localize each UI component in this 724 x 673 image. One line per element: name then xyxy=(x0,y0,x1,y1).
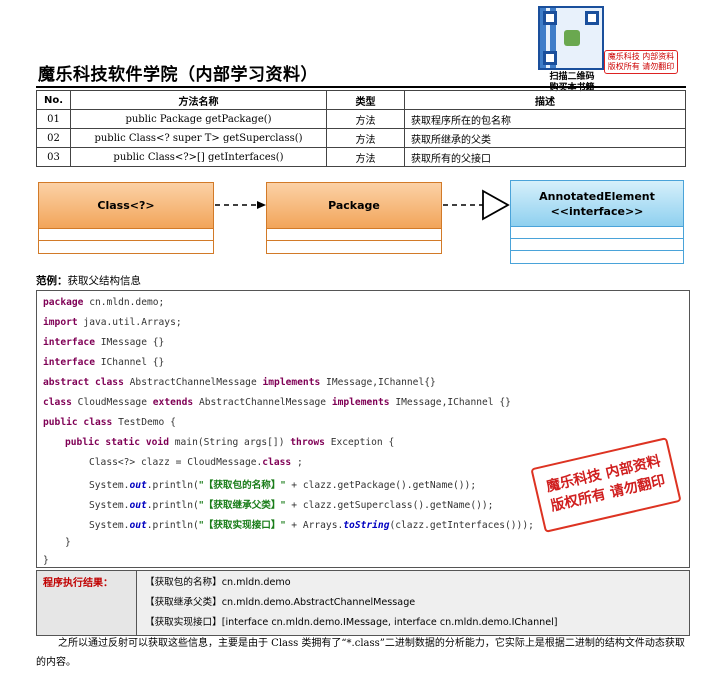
table-row: 01 public Package getPackage() 方法 获取程序所在… xyxy=(36,109,686,129)
code-line: System.out.println("【获取实现接口】" + Arrays.t… xyxy=(89,520,534,531)
uml-class-box: Class<?> xyxy=(38,182,214,254)
code-line: package cn.mldn.demo; xyxy=(43,297,165,308)
col-desc: 描述 xyxy=(404,90,686,110)
program-output-table: 程序执行结果： 【获取包的名称】cn.mldn.demo 【获取继承父类】cn.… xyxy=(36,570,690,636)
code-block[interactable]: package cn.mldn.demo; import java.util.A… xyxy=(36,290,690,568)
output-label: 程序执行结果： xyxy=(36,570,137,636)
col-name: 方法名称 xyxy=(70,90,327,110)
cart-icon xyxy=(564,30,580,46)
page-title: 魔乐科技软件学院（内部学习资料） xyxy=(38,65,318,85)
uml-package-box: Package xyxy=(266,182,442,254)
code-line: } xyxy=(43,555,49,566)
code-line: import java.util.Arrays; xyxy=(43,317,182,328)
col-no: No. xyxy=(36,90,71,110)
code-line: System.out.println("【获取继承父类】" + clazz.ge… xyxy=(89,500,494,511)
methods-table: No. 方法名称 类型 描述 01 public Package getPack… xyxy=(36,90,686,167)
code-line: Class<?> clazz = CloudMessage.class ; xyxy=(89,457,303,468)
code-line: System.out.println("【获取包的名称】" + clazz.ge… xyxy=(89,480,477,491)
uml-annotated-element-box: AnnotatedElement <<interface>> xyxy=(510,180,684,264)
code-line: class CloudMessage extends AbstractChann… xyxy=(43,397,511,408)
table-row: 03 public Class<?>[] getInterfaces() 方法 … xyxy=(36,147,686,167)
code-line: abstract class AbstractChannelMessage im… xyxy=(43,377,436,388)
output-line: 【获取包的名称】cn.mldn.demo xyxy=(145,577,291,588)
qr-code-icon[interactable] xyxy=(538,6,604,70)
header-rule xyxy=(36,86,686,88)
code-line: interface IMessage {} xyxy=(43,337,165,348)
example-label: 范例：获取父结构信息 xyxy=(36,275,141,287)
output-values: 【获取包的名称】cn.mldn.demo 【获取继承父类】cn.mldn.dem… xyxy=(136,570,690,636)
dependency-arrow-head xyxy=(257,201,266,209)
output-line: 【获取实现接口】[interface cn.mldn.demo.IMessage… xyxy=(145,617,558,628)
code-line: public class TestDemo { xyxy=(43,417,176,428)
table-header-row: No. 方法名称 类型 描述 xyxy=(36,90,686,110)
explanation-paragraph: 之所以通过反射可以获取这些信息，主要是由于 Class 类拥有了“*.class… xyxy=(36,638,685,668)
copyright-stamp-small: 魔乐科技 内部资料 版权所有 请勿翻印 xyxy=(604,50,678,74)
code-line: interface IChannel {} xyxy=(43,357,165,368)
realization-arrow-head xyxy=(482,189,510,221)
code-line: } xyxy=(65,537,71,548)
col-type: 类型 xyxy=(326,90,405,110)
qr-caption: 扫描二维码 购买本书籍 xyxy=(549,72,595,93)
code-line: public static void main(String args[]) t… xyxy=(65,437,395,448)
table-row: 02 public Class<? super T> getSuperclass… xyxy=(36,128,686,148)
output-line: 【获取继承父类】cn.mldn.demo.AbstractChannelMess… xyxy=(145,597,416,608)
